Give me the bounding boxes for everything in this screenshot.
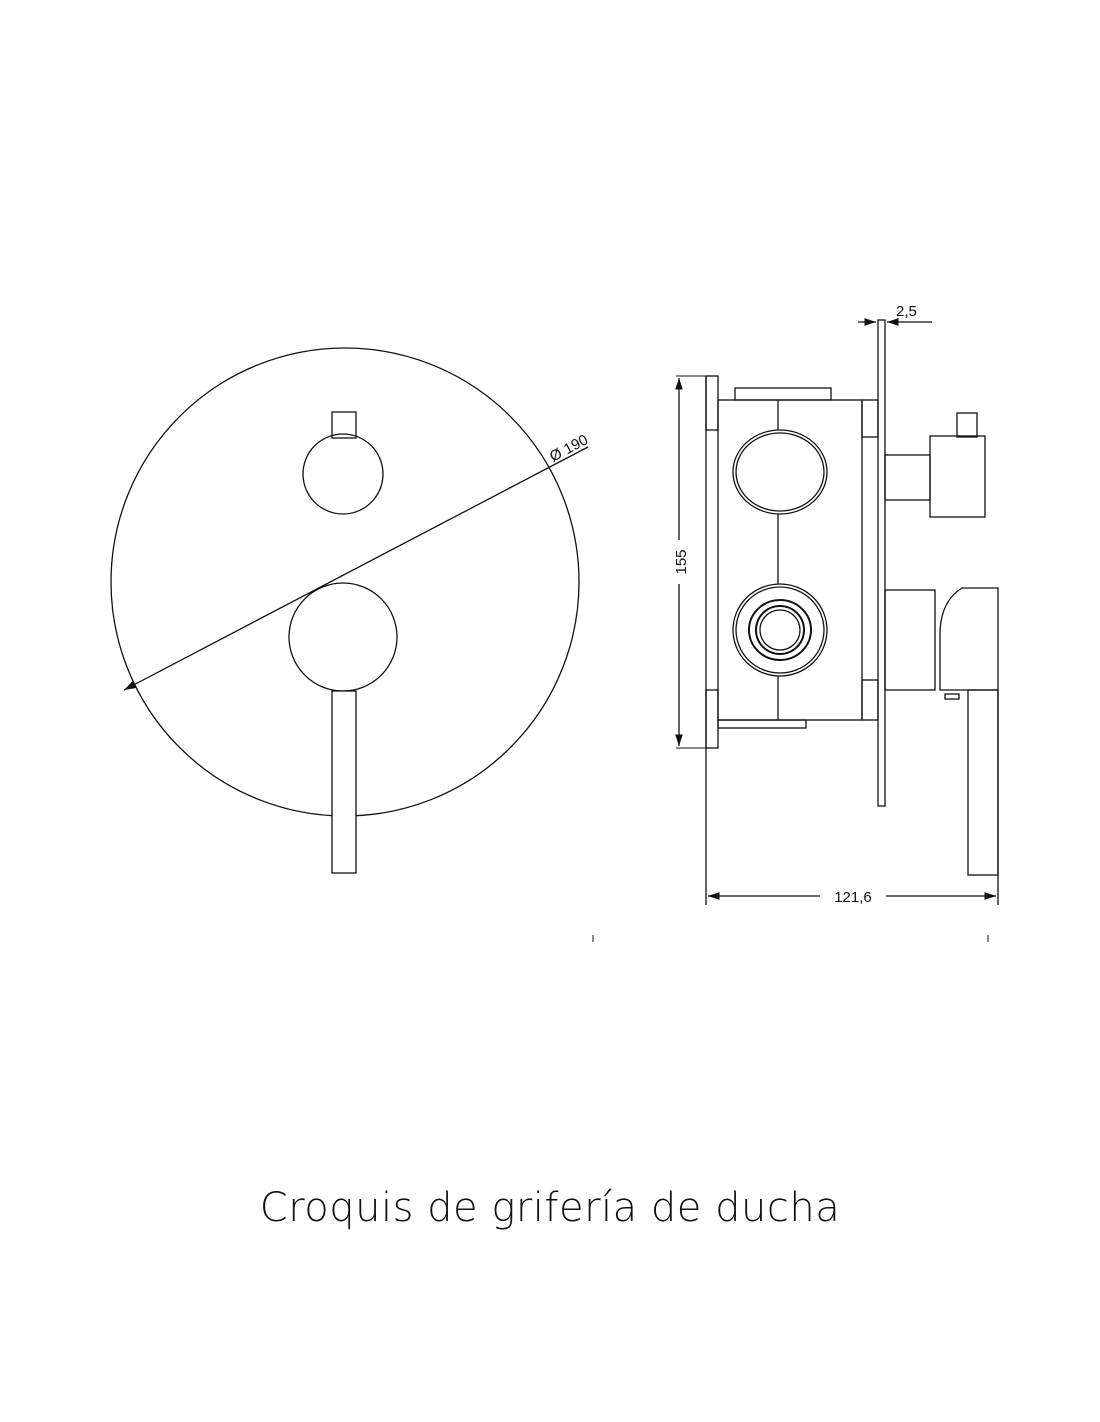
lower-port: [732, 583, 828, 677]
height-label: 155: [673, 549, 690, 574]
diverter-stem: [331, 411, 357, 439]
mixer-lever-side: [967, 689, 999, 876]
cover-plate-side: [877, 319, 886, 807]
upper-port: [732, 429, 828, 515]
depth-label: 121,6: [834, 889, 872, 906]
front-view: Ø 190: [110, 347, 591, 874]
diverter-block: [929, 435, 986, 518]
plate-thickness-label: 2,5: [896, 303, 917, 320]
diverter-knob: [302, 433, 384, 515]
caption: Croquis de grifería de ducha: [259, 1185, 841, 1231]
diameter-dimension-line: [123, 446, 589, 691]
side-view: 155 2,5: [673, 303, 999, 906]
mixer-lever: [331, 690, 357, 874]
mixer-handle: [939, 587, 999, 691]
diameter-label: Ø 190: [547, 431, 591, 465]
mixer-knob: [288, 582, 398, 692]
